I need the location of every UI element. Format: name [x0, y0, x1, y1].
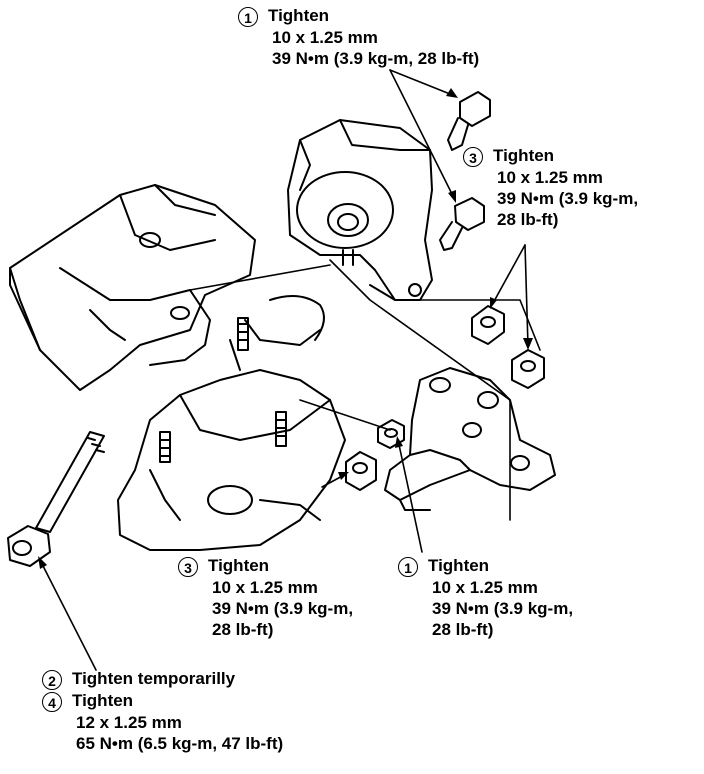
upper-mount-bolt-2	[439, 197, 485, 251]
callout-top: 1 Tighten 10 x 1.25 mm 39 N•m (3.9 kg-m, …	[238, 5, 479, 69]
bolt-size: 10 x 1.25 mm	[497, 168, 603, 187]
stud-2	[159, 431, 171, 463]
flange-nut-center	[345, 451, 377, 491]
bolt-size: 12 x 1.25 mm	[76, 713, 182, 732]
callout-action: Tighten	[493, 146, 555, 165]
flange-nut-upper-right	[471, 305, 505, 345]
callout-action: Tighten	[268, 6, 330, 25]
torque-spec: 65 N•m (6.5 kg-m, 47 lb-ft)	[76, 734, 284, 753]
transmission-housing	[117, 295, 346, 551]
step-number-badge: 2	[42, 670, 62, 690]
left-mount-bracket	[9, 184, 256, 391]
torque-spec-cont: 28 lb-ft)	[212, 620, 274, 639]
leader-lines	[39, 69, 541, 671]
flange-nut-right	[511, 349, 545, 389]
torque-spec-cont: 28 lb-ft)	[432, 620, 494, 639]
callout-action: Tighten	[208, 556, 270, 575]
step-number-badge: 1	[238, 7, 258, 27]
step-number-badge: 1	[398, 557, 418, 577]
torque-spec: 39 N•m (3.9 kg-m,	[432, 599, 574, 618]
callout-action: Tighten	[428, 556, 490, 575]
stud-1	[237, 317, 249, 351]
upper-mount-bolt-1	[447, 91, 491, 151]
step-number-badge: 4	[42, 692, 62, 712]
upper-engine-mount	[287, 119, 433, 301]
bolt-size: 10 x 1.25 mm	[432, 578, 538, 597]
arrowheads	[38, 88, 533, 569]
long-through-bolt	[7, 431, 105, 567]
stud-3	[275, 411, 287, 447]
torque-spec: 39 N•m (3.9 kg-m,	[212, 599, 354, 618]
callout-action: Tighten	[72, 691, 134, 710]
bolt-size: 10 x 1.25 mm	[272, 28, 378, 47]
bolt-size: 10 x 1.25 mm	[212, 578, 318, 597]
step-number-badge: 3	[463, 147, 483, 167]
torque-spec-cont: 28 lb-ft)	[497, 210, 559, 229]
step-number-badge: 3	[178, 557, 198, 577]
callout-action: Tighten temporarilly	[72, 669, 236, 688]
torque-spec: 39 N•m (3.9 kg-m, 28 lb-ft)	[272, 49, 480, 68]
callout-bottom-left: 2 Tighten temporarilly 4 Tighten 12 x 1.25…	[42, 668, 283, 754]
lower-mount-bracket	[384, 367, 556, 511]
small-bolt-center	[377, 419, 405, 449]
torque-spec: 39 N•m (3.9 kg-m,	[497, 189, 639, 208]
